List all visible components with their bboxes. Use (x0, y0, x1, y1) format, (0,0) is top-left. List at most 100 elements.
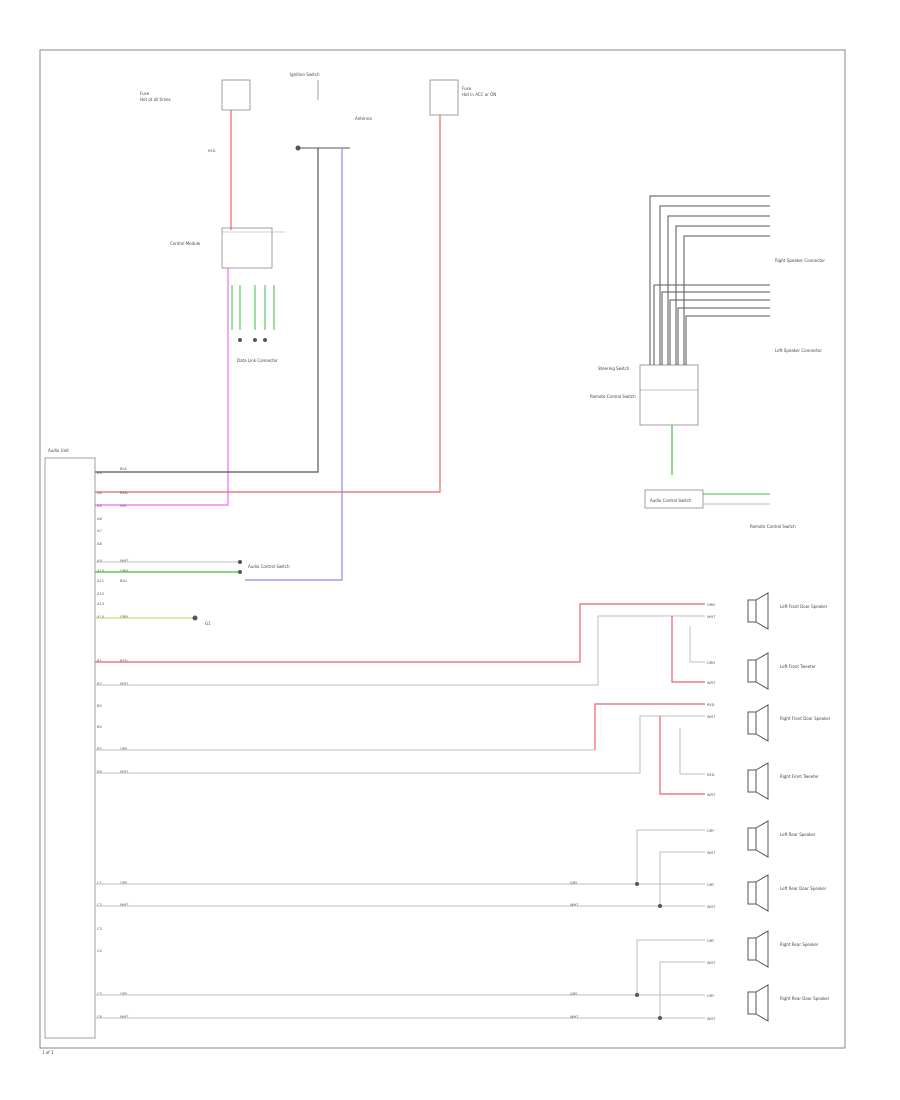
wire-label-black: BLK (120, 467, 127, 471)
ground-label: G1 (205, 621, 211, 626)
speaker-7: GRY WHT Right Rear Speaker (707, 930, 819, 968)
svg-text:RED: RED (707, 773, 715, 777)
harness-right (649, 195, 770, 365)
svg-text:WHT: WHT (570, 1015, 579, 1019)
svg-text:WHT: WHT (570, 903, 579, 907)
conn-left-label: Left Speaker Connector (775, 348, 822, 353)
svg-text:GRN: GRN (707, 661, 715, 665)
wl-b5: GRY (120, 747, 128, 751)
pin-a14: A14 (97, 615, 105, 619)
pin-c3: C3 (97, 927, 102, 931)
pin-c4: C4 (97, 949, 103, 953)
wire-blue (245, 148, 343, 581)
splice-dot-icon (658, 904, 662, 908)
pin-b4: B4 (97, 725, 102, 729)
page-footer: 1 of 1 (42, 1050, 54, 1055)
pin-c1: C1 (97, 881, 102, 885)
unit-pin-list: A3 A4 A5 A6 A7 A8 A9 A10 A11 A12 A13 A14… (97, 471, 105, 1019)
wire-gray-c5 (95, 939, 705, 996)
pin-a12: A12 (97, 592, 104, 596)
fuse-right: Fuse Hot in ACC or ON (429, 79, 496, 116)
wire-gray-c2 (95, 851, 705, 907)
steering-switch-block: Steering Switch Remote Control Switch (590, 364, 699, 426)
pin-a11: A11 (97, 579, 104, 583)
speaker-6: GRY WHT Left Rear Door Speaker (707, 874, 827, 912)
wire-red-right-front (594, 703, 705, 750)
pin-a13: A13 (97, 602, 104, 606)
wire-red-right (95, 115, 441, 493)
svg-text:WHT: WHT (707, 851, 716, 855)
splice-dot-icon (635, 993, 639, 997)
pin-b5: B5 (97, 747, 102, 751)
svg-text:WHT: WHT (707, 905, 716, 909)
pin-a10: A10 (97, 569, 105, 573)
svg-text:GRY: GRY (707, 939, 715, 943)
fuse-right-sub: Hot in ACC or ON (462, 92, 496, 97)
wl-a5: VIO (120, 504, 127, 508)
speaker-4-label: Right Front Tweeter (780, 774, 819, 779)
fuse-left-label: Fuse (140, 91, 150, 96)
wl-a10: GRN (120, 569, 128, 573)
wl-b6: WHT (120, 770, 129, 774)
svg-text:WHT: WHT (707, 793, 716, 797)
ignition-switch: Ignition Switch (290, 72, 350, 151)
pin-c6: C6 (97, 1015, 103, 1019)
speaker-icon (747, 991, 757, 1015)
audio-control-switch-label: Audio Control Switch (650, 498, 692, 503)
fuse-left: Fuse Hot at all times (140, 79, 251, 111)
diagram-border (39, 49, 846, 1049)
fuse-left-sub: Hot at all times (140, 97, 171, 102)
wire-gray-b6 (95, 715, 705, 774)
speaker-3-label: Right Front Door Speaker (780, 716, 831, 721)
speaker-5: GRY WHT Left Rear Speaker (707, 820, 816, 858)
speaker-icon (747, 599, 757, 623)
speaker-icon (747, 881, 757, 905)
steering-switch-label: Steering Switch (598, 366, 630, 371)
control-module-label: Control Module (170, 241, 201, 246)
wl-c2: WHT (120, 903, 129, 907)
sensor-label-short: Audio Control Switch (248, 564, 290, 569)
pin-a5: A5 (97, 504, 102, 508)
svg-text:WHT: WHT (707, 681, 716, 685)
speaker-6-label: Left Rear Door Speaker (780, 886, 827, 891)
remote-control-label-2: Remote Control Switch (750, 524, 796, 529)
wire-black (95, 148, 319, 473)
speaker-icon (747, 711, 757, 735)
speaker-8: GRY WHT Right Rear Door Speaker (707, 984, 830, 1022)
wl-c1: GRY (120, 881, 128, 885)
wire-red-b1 (95, 603, 705, 663)
pin-b6: B6 (97, 770, 102, 774)
speaker-1: GRN WHT Left Front Door Speaker (707, 592, 828, 630)
antenna-label: Antenna (355, 116, 372, 121)
speaker-4: RED WHT Right Front Tweeter (707, 762, 819, 800)
pin-b3: B3 (97, 704, 102, 708)
svg-text:WHT: WHT (707, 615, 716, 619)
speaker-7-label: Right Rear Speaker (780, 942, 819, 947)
svg-text:GRY: GRY (707, 829, 715, 833)
wl-a14: GRN (120, 615, 128, 619)
speaker-3: RED WHT Right Front Door Speaker (707, 703, 831, 742)
wire-gray-c6 (95, 961, 705, 1019)
speaker-icon (747, 659, 757, 683)
svg-text:GRY: GRY (570, 881, 578, 885)
wl-b2: WHT (120, 682, 129, 686)
svg-text:WHT: WHT (707, 1017, 716, 1021)
speaker-2-label: Left Front Tweeter (780, 664, 816, 669)
wire-gray-b2 (95, 615, 705, 686)
conn-right-label: Right Speaker Connector (775, 258, 825, 263)
svg-text:WHT: WHT (707, 961, 716, 965)
ground-icon (192, 615, 198, 621)
wire-gray-c1 (95, 829, 705, 885)
pin-a3: A3 (97, 471, 102, 475)
audio-unit: Audio Unit (44, 448, 96, 1039)
pin-a8: A8 (97, 542, 102, 546)
wire-label-fuse-left: RED (208, 149, 216, 153)
splice-dot-icon (635, 882, 639, 886)
fuse-right-label: Fuse (462, 86, 472, 91)
wl-c6: WHT (120, 1015, 129, 1019)
speaker-2: GRN WHT Left Front Tweeter (707, 652, 816, 690)
pin-b1: B1 (97, 659, 102, 663)
audio-unit-label: Audio Unit (48, 448, 69, 453)
svg-text:WHT: WHT (707, 715, 716, 719)
